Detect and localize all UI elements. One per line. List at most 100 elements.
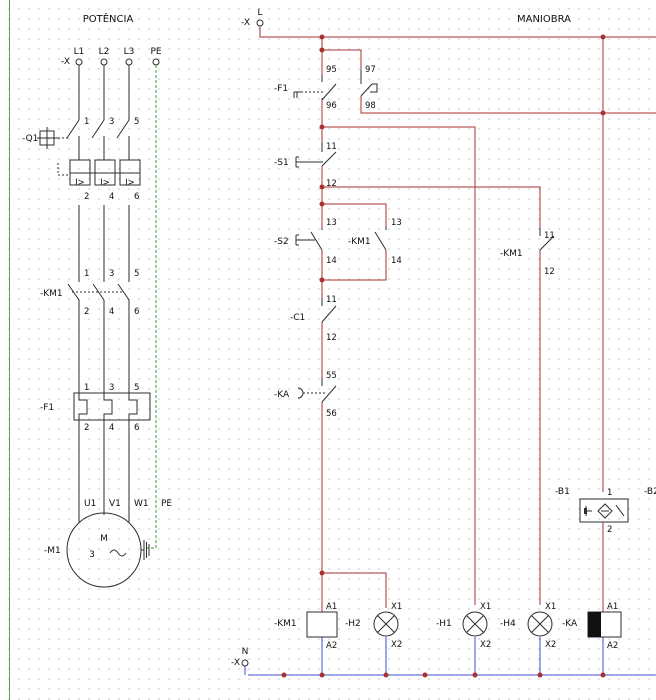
f1-pin-1: 1 <box>84 383 89 393</box>
c1-contact <box>321 298 337 323</box>
f1-pin-3: 3 <box>109 383 114 393</box>
s1-pin-11: 11 <box>326 142 337 152</box>
phase-l2-label: L2 <box>99 47 110 57</box>
h4-lamp <box>527 611 553 637</box>
h2-pin-x2: X2 <box>391 640 402 650</box>
f1-pin-4: 4 <box>109 423 114 433</box>
b1-tag: -B1 <box>555 487 570 497</box>
terminal-pe <box>152 58 160 66</box>
ka-contact-tag: -KA <box>274 390 290 400</box>
km1-main-contacts <box>67 268 130 301</box>
control-phase-wires <box>259 26 656 612</box>
km1-nc-pin-12: 12 <box>544 267 555 277</box>
s2-pin-13: 13 <box>326 218 337 228</box>
motor-tag: -M1 <box>44 546 61 556</box>
power-circuit: -X L1 L2 L3 PE -Q1 1 3 5 <box>22 47 172 588</box>
km1-nc-tag: -KM1 <box>500 249 523 259</box>
q1-pin-6: 6 <box>134 192 139 202</box>
q1-pin-2: 2 <box>84 192 89 202</box>
h2-lamp <box>373 611 399 637</box>
s1-contact <box>295 142 337 168</box>
f1-aux-pin-98: 98 <box>365 101 376 111</box>
ka-contact-pin-56: 56 <box>326 409 337 419</box>
h4-pin-x1: X1 <box>545 602 556 612</box>
ka-timed-contact <box>297 378 337 403</box>
h1-pin-x2: X2 <box>480 640 491 650</box>
motor-body <box>66 512 150 588</box>
supply-top-label: L <box>257 8 262 18</box>
km1-pin-5: 5 <box>134 269 139 279</box>
q1-handle <box>37 127 70 149</box>
km1-pin-3: 3 <box>109 269 114 279</box>
f1-aux-contacts <box>293 70 378 101</box>
s2-pin-14: 14 <box>326 256 337 266</box>
c1-tag: -C1 <box>290 313 305 323</box>
ka-contact-pin-55: 55 <box>326 371 337 381</box>
motor-terminal-w1: W1 <box>134 499 149 509</box>
km1-hold-pin-13: 13 <box>391 218 402 228</box>
f1-thermal-relay <box>73 392 151 421</box>
f1-aux-pin-97: 97 <box>365 65 376 75</box>
phase-wires <box>78 65 130 500</box>
f1-aux-tag: -F1 <box>274 84 288 94</box>
motor-terminal-pe: PE <box>161 499 172 509</box>
power-terminal-tag: -X <box>61 57 70 67</box>
b1-sensor-mark <box>584 508 587 514</box>
h2-tag: -H2 <box>345 619 361 629</box>
supply-bottom-terminal <box>241 659 249 667</box>
km1-hold-contact <box>374 226 387 251</box>
f1-pin-6: 6 <box>134 423 139 433</box>
phase-pe-label: PE <box>150 47 161 57</box>
supply-bottom-tag: -X <box>231 658 240 668</box>
h1-tag: -H1 <box>436 619 452 629</box>
motor-pe-wire <box>147 500 157 549</box>
q1-trip-l2: I> <box>100 178 110 188</box>
km1-pin-2: 2 <box>84 307 89 317</box>
phase-l1-label: L1 <box>74 47 85 57</box>
motor-letter: M <box>100 534 108 544</box>
s1-tag: -S1 <box>274 158 289 168</box>
terminal-l3 <box>125 58 133 66</box>
km1-pin-6: 6 <box>134 307 139 317</box>
ka-coil-pin-a1: A1 <box>607 602 618 612</box>
h1-pin-x1: X1 <box>480 602 491 612</box>
f1-power-tag: -F1 <box>40 403 54 413</box>
km1-coil-pin-a2: A2 <box>326 641 337 651</box>
terminal-l1 <box>75 58 83 66</box>
h4-tag: -H4 <box>500 619 516 629</box>
km1-pin-1: 1 <box>84 269 89 279</box>
c1-pin-12: 12 <box>326 333 337 343</box>
ka-coil-tag: -KA <box>562 619 578 629</box>
km1-pin-4: 4 <box>109 307 114 317</box>
km1-coil <box>306 611 338 638</box>
q1-contacts <box>66 119 130 139</box>
power-header: POTÊNCIA <box>83 12 134 25</box>
s2-contact <box>295 228 323 251</box>
f1-pin-2: 2 <box>84 423 89 433</box>
q1-trip-l3: I> <box>125 178 135 188</box>
q1-trip-l1: I> <box>75 178 85 188</box>
q1-trip-units <box>57 159 141 186</box>
km1-coil-tag: -KM1 <box>274 619 297 629</box>
f1-aux-pin-96: 96 <box>326 101 337 111</box>
supply-top-tag: -X <box>241 18 250 28</box>
q1-pin-3: 3 <box>109 117 114 127</box>
control-header: MANIOBRA <box>517 14 571 25</box>
b1-sensor <box>579 498 629 523</box>
junction-dots <box>281 34 606 678</box>
s2-tag: -S2 <box>274 237 289 247</box>
h4-pin-x2: X2 <box>545 640 556 650</box>
motor-terminal-v1: V1 <box>109 499 121 509</box>
f1-aux-pin-95: 95 <box>326 65 337 75</box>
control-neutral-wires <box>244 637 656 676</box>
motor-phases: 3 <box>89 550 95 560</box>
supply-top-terminal <box>256 19 264 27</box>
control-circuit: -X L -X N <box>231 8 656 678</box>
ka-coil-pin-a2: A2 <box>607 641 618 651</box>
b2-tag: -B2 <box>644 487 656 497</box>
f1-pin-5: 5 <box>134 383 139 393</box>
q1-tag: -Q1 <box>22 134 38 144</box>
s1-pin-12: 12 <box>326 179 337 189</box>
b1-pin-2: 2 <box>607 525 612 535</box>
